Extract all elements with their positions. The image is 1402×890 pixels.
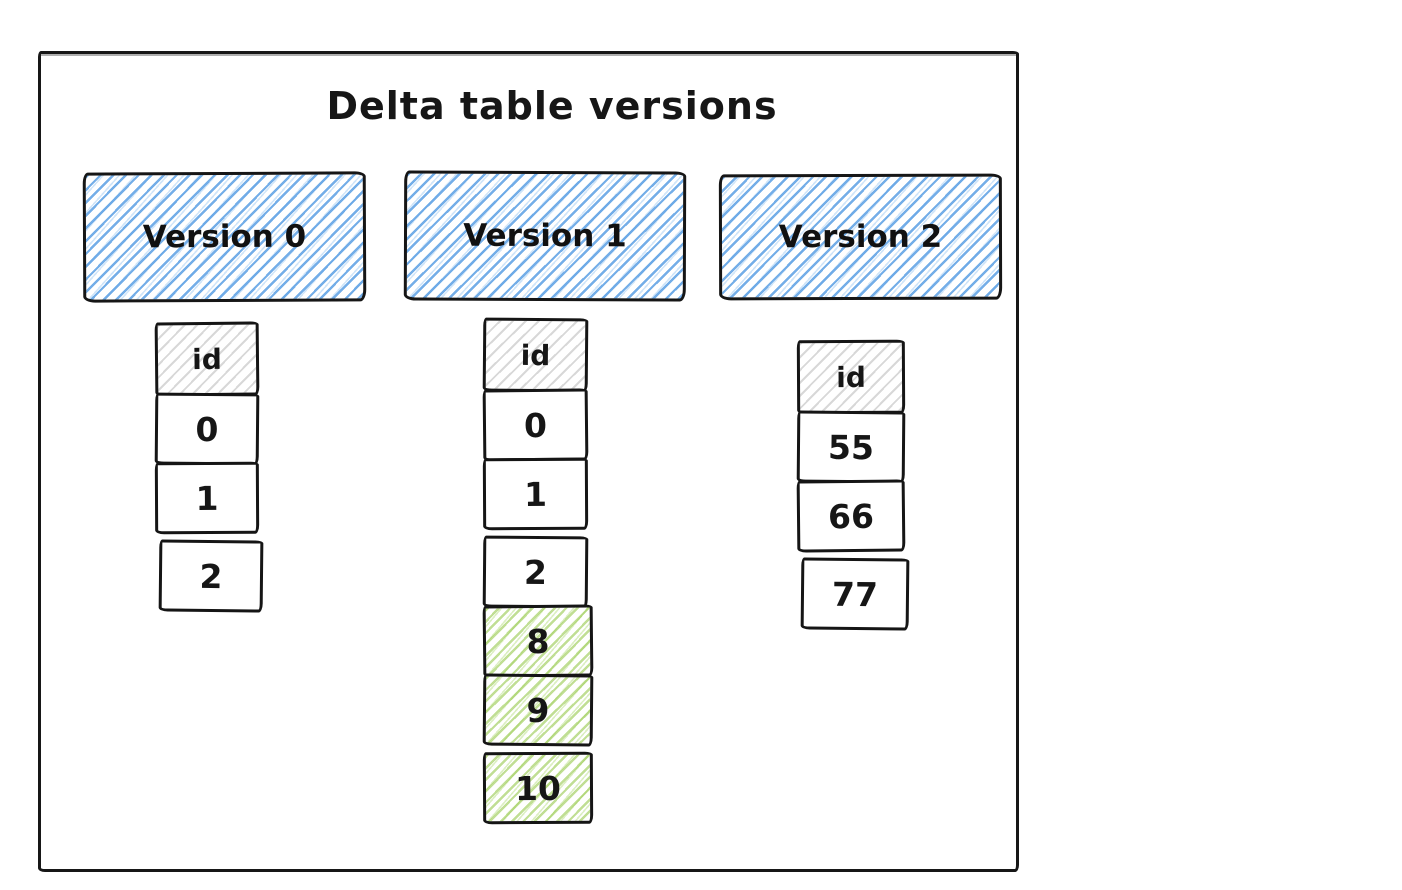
version-0-box: Version 0: [82, 171, 367, 303]
version-0-row-2: 2: [158, 539, 264, 613]
version-2-column: id 55 66 77: [796, 339, 910, 631]
version-1-label: Version 1: [463, 217, 627, 255]
version-2-id-header-cell: id: [796, 339, 906, 415]
version-1-row-0: 0: [482, 388, 589, 462]
version-1-id-header-cell: id: [482, 317, 589, 393]
version-2-box: Version 2: [718, 173, 1003, 301]
version-1-column: id 0 1 2 8 9 10: [482, 317, 594, 825]
version-1-row-4-added: 9: [482, 673, 594, 747]
version-2-row-2: 77: [800, 557, 910, 631]
version-0-row-1: 1: [154, 461, 260, 535]
version-2-label: Version 2: [778, 218, 943, 256]
version-1-row-3-added: 8: [482, 604, 594, 678]
version-0-id-header-cell: id: [154, 321, 260, 397]
version-2-row-1: 66: [796, 479, 906, 553]
version-0-label: Version 0: [142, 218, 307, 256]
version-0-column: id 0 1 2: [154, 321, 264, 613]
version-1-row-5-added: 10: [482, 751, 594, 825]
version-0-row-0: 0: [154, 392, 260, 466]
version-1-row-1: 1: [482, 457, 589, 531]
diagram-title: Delta table versions: [326, 84, 778, 128]
version-1-box: Version 1: [403, 170, 687, 302]
version-1-row-2: 2: [482, 535, 589, 609]
version-2-row-0: 55: [796, 410, 906, 484]
